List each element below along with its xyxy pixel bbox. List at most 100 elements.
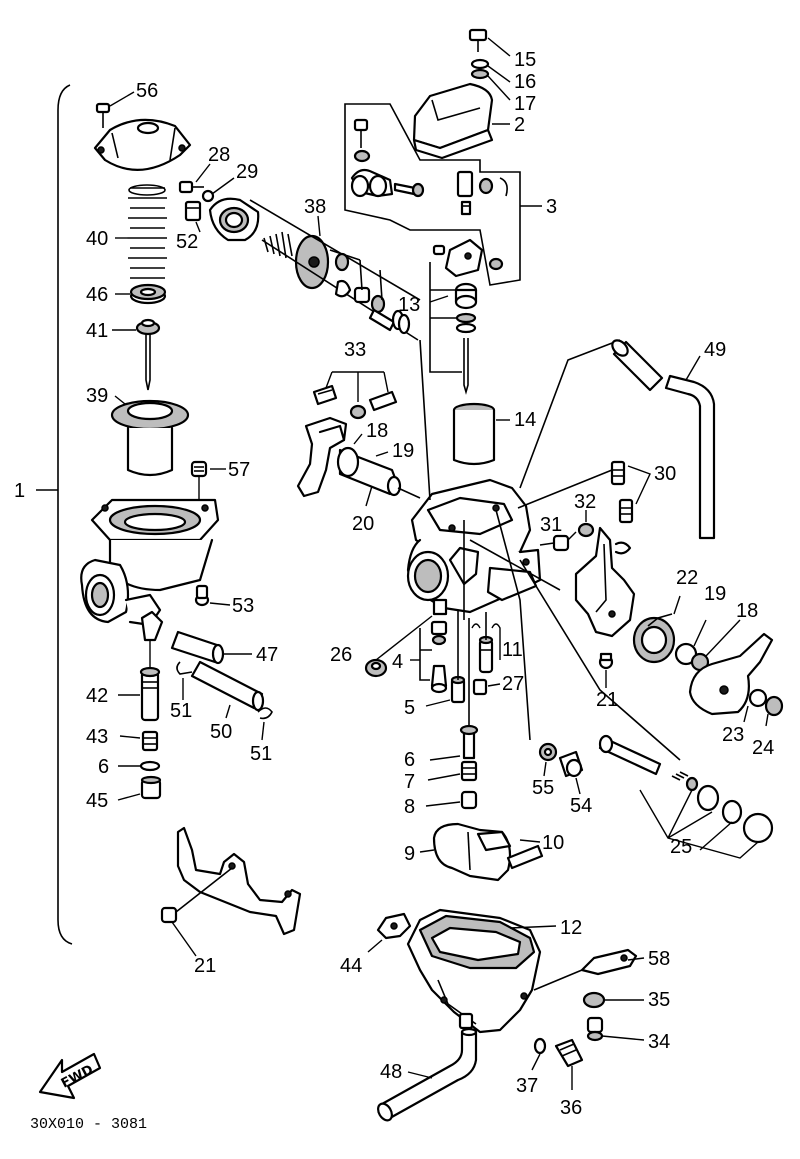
label-6b: 6 [404, 749, 415, 771]
drain-screw-36 [554, 1038, 584, 1068]
leader-55 [543, 761, 547, 777]
leader-33 [325, 371, 389, 402]
leader-44 [367, 939, 383, 953]
label-28: 28 [208, 144, 230, 166]
nut-26 [364, 658, 388, 678]
group-4-parts [419, 620, 448, 694]
leader-27 [487, 683, 501, 687]
leader-24 [765, 713, 769, 727]
leader-50 [225, 704, 231, 719]
drain-hose-48 [377, 1027, 478, 1122]
throttle-valve-14 [452, 402, 496, 466]
screw-52 [184, 200, 202, 222]
screw-34 [586, 1016, 604, 1042]
leader-7 [427, 773, 461, 781]
leader-29 [211, 177, 235, 195]
label-31: 31 [540, 514, 562, 536]
leader-49 [685, 355, 701, 381]
screw-15 [468, 28, 488, 52]
label-20: 20 [352, 513, 374, 535]
label-1: 1 [14, 480, 25, 502]
label-10: 10 [542, 832, 564, 854]
hose-50 [190, 660, 265, 712]
label-50: 50 [210, 721, 232, 743]
air-jet-11 [478, 612, 494, 674]
leader-58 [627, 957, 645, 961]
leader-38 [317, 215, 321, 237]
enricher-to-body [419, 339, 431, 501]
leader-12 [509, 925, 557, 929]
leader-26 [375, 615, 433, 661]
leader-10 [519, 839, 541, 843]
leader-19a [375, 451, 389, 457]
label-19b: 19 [704, 583, 726, 605]
bracket-58 [580, 948, 638, 976]
label-34: 34 [648, 1031, 670, 1053]
washer-23 [748, 688, 768, 708]
spring-29 [201, 189, 215, 203]
fwd-arrow: FWD [38, 1052, 102, 1100]
hose-47 [170, 630, 225, 665]
label-21a: 21 [194, 955, 216, 977]
label-8: 8 [404, 796, 415, 818]
float-bowl [406, 908, 542, 1034]
body-guide-lines [463, 509, 681, 761]
label-56: 56 [136, 80, 158, 102]
throttle-cover-2 [412, 82, 494, 160]
leader-18b [705, 619, 741, 657]
label-51a: 51 [170, 700, 192, 722]
leader-56 [109, 91, 135, 107]
leader-54 [575, 777, 581, 795]
screw-33b [368, 390, 398, 412]
group-3-parts [350, 118, 508, 216]
leader-31 [567, 531, 577, 541]
label-33: 33 [344, 339, 366, 361]
nut-33 [349, 404, 367, 420]
label-44: 44 [340, 955, 362, 977]
enricher-cover [208, 197, 260, 242]
hose-49 [611, 339, 716, 540]
leader-45 [117, 793, 141, 801]
label-35: 35 [648, 989, 670, 1011]
label-11: 11 [502, 639, 523, 661]
label-32: 32 [574, 491, 596, 513]
label-15: 15 [514, 49, 536, 71]
label-13: 13 [398, 294, 420, 316]
plug-45 [140, 775, 162, 800]
washer-35 [582, 991, 606, 1009]
return-spring-22 [632, 613, 676, 664]
piston-diaphragm [110, 399, 190, 477]
top-cap [93, 118, 192, 171]
leader-53 [209, 602, 231, 606]
label-7: 7 [404, 771, 415, 793]
bowl-to-58 [533, 969, 583, 991]
leader-11 [471, 623, 501, 660]
leader-30 [627, 465, 651, 505]
throttle-stop-bracket [574, 526, 636, 638]
leader-48 [407, 1071, 433, 1079]
leader-21a [171, 921, 197, 957]
drain-screw-54 [558, 750, 584, 778]
float-9 [432, 822, 512, 882]
label-4: 4 [392, 651, 403, 673]
leader-25 [639, 789, 759, 859]
gasket-44 [376, 912, 412, 940]
clamp-51b [257, 707, 273, 720]
label-25: 25 [670, 836, 692, 858]
label-2: 2 [514, 114, 525, 136]
label-49: 49 [704, 339, 726, 361]
clamp-51a [176, 661, 193, 675]
leader-20 [365, 485, 373, 507]
label-6a: 6 [98, 756, 109, 778]
leader-23 [743, 705, 749, 723]
jet-holder-42 [139, 640, 161, 722]
label-57: 57 [228, 459, 250, 481]
lever-to-body [397, 487, 421, 499]
label-54: 54 [570, 795, 592, 817]
label-38: 38 [304, 196, 326, 218]
label-23: 23 [722, 724, 744, 746]
enricher-spring [263, 231, 293, 259]
leader-15 [487, 37, 511, 57]
washer-17 [470, 68, 490, 80]
